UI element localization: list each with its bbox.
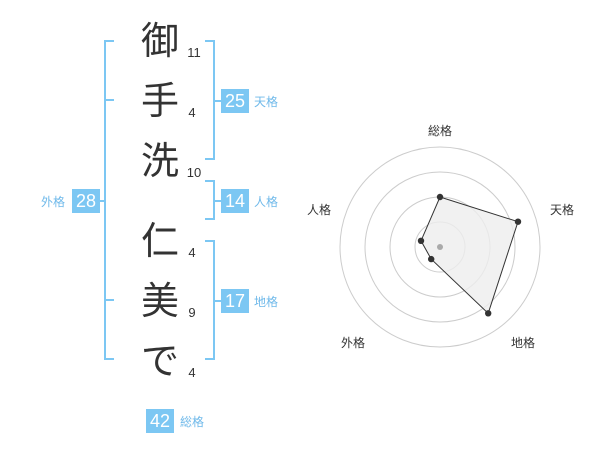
radar-axis-label: 外格 bbox=[340, 336, 365, 350]
radar-point bbox=[417, 237, 425, 244]
tenkaku-label: 天格 bbox=[254, 95, 279, 109]
tenkaku-connector bbox=[213, 100, 221, 102]
name-char-5: 美 bbox=[140, 279, 179, 323]
chikaku-value: 17 bbox=[221, 289, 249, 313]
radar-center-dot bbox=[437, 244, 443, 250]
jinkaku-value: 14 bbox=[221, 189, 249, 213]
gaikaku-bracket-tick bbox=[104, 299, 114, 301]
tenkaku-value: 25 bbox=[221, 89, 249, 113]
radar-grid-ring bbox=[364, 171, 516, 323]
stroke-count-3: 10 bbox=[186, 165, 202, 180]
radar-axis-label: 総格 bbox=[427, 124, 452, 138]
name-char-6: で bbox=[140, 339, 179, 383]
name-char-2: 手 bbox=[140, 79, 179, 123]
gaikaku-bracket bbox=[104, 40, 114, 360]
radar-series-area bbox=[420, 196, 519, 315]
jinkaku-connector bbox=[213, 200, 221, 202]
name-char-3: 洗 bbox=[140, 139, 179, 183]
gaikaku-bracket-tick bbox=[104, 99, 114, 101]
radar-point bbox=[485, 310, 492, 317]
soukaku-value: 42 bbox=[146, 409, 174, 433]
chikaku-connector bbox=[213, 300, 221, 302]
radar-chart bbox=[339, 146, 541, 348]
soukaku-label: 総格 bbox=[180, 415, 205, 429]
radar-axis-label: 天格 bbox=[549, 203, 574, 217]
radar-axis-label: 地格 bbox=[510, 336, 535, 350]
radar-point bbox=[436, 193, 444, 201]
radar-axis-label: 人格 bbox=[306, 203, 331, 217]
stroke-count-5: 9 bbox=[188, 305, 196, 320]
radar-point bbox=[514, 218, 522, 225]
gaikaku-label: 外格 bbox=[41, 195, 66, 209]
jinkaku-label: 人格 bbox=[254, 195, 279, 209]
gaikaku-value: 28 bbox=[72, 189, 100, 213]
name-char-1: 御 bbox=[140, 19, 179, 63]
stroke-count-2: 4 bbox=[188, 105, 196, 120]
stroke-count-6: 4 bbox=[188, 365, 196, 380]
radar-grid-ring bbox=[339, 146, 541, 348]
radar-point bbox=[428, 255, 435, 263]
chikaku-label: 地格 bbox=[254, 295, 279, 309]
stroke-count-4: 4 bbox=[188, 245, 196, 260]
stroke-count-1: 11 bbox=[187, 45, 201, 60]
name-char-4: 仁 bbox=[140, 219, 179, 263]
